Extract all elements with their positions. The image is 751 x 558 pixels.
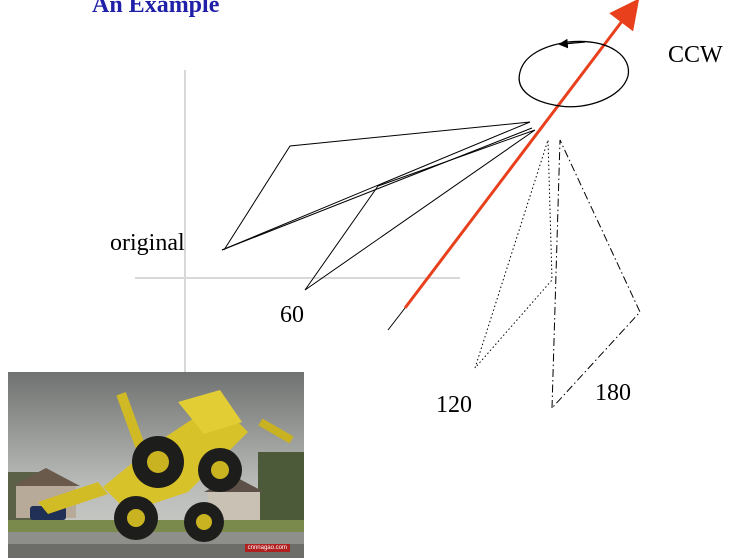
shape-original-edge [221,127,533,251]
ccw-rotation-ellipse [518,40,630,108]
shape-original [221,121,531,251]
label-rot180: 180 [595,380,631,406]
shape-rot60 [304,129,536,291]
shape-rot180 [551,139,641,409]
shape-rot120 [474,139,553,369]
slide-title: An Example [92,0,220,18]
label-rot120: 120 [436,392,472,418]
tipped-loader-photo: cnnnagao.com [8,372,304,558]
label-original: original [110,230,185,256]
rotation-axis-lower [387,307,406,331]
ccw-label: CCW [668,42,723,68]
rotation-axis-arrow [403,0,640,309]
photo-caption: cnnnagao.com [244,544,290,552]
label-rot60: 60 [280,302,304,328]
ccw-arrow-head [558,38,586,49]
